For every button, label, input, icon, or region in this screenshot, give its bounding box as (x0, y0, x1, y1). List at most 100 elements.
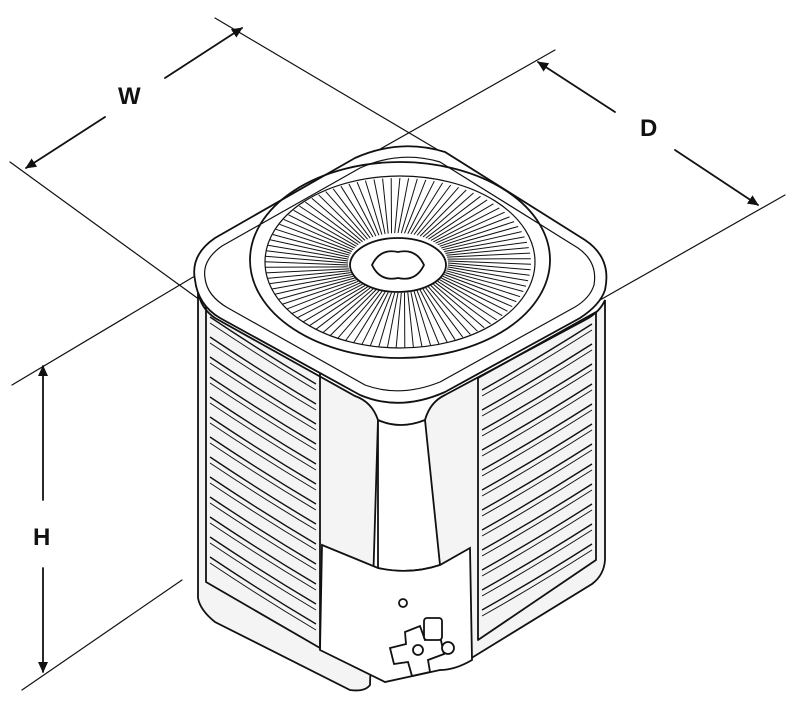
fan-spoke (445, 272, 521, 298)
fan-spoke (386, 292, 399, 348)
louver-slat (481, 549, 593, 617)
louver-slat (209, 482, 317, 551)
louver-slat (481, 329, 593, 397)
fan-spoke (428, 199, 488, 240)
fan-spoke (329, 289, 377, 337)
fan-spoke (266, 250, 349, 262)
fan-spoke (413, 184, 452, 235)
fan-spoke (382, 178, 389, 234)
louver-slat (481, 463, 593, 531)
fan-spoke (364, 180, 383, 235)
louver-slat (209, 562, 317, 631)
louver-slat (209, 362, 317, 431)
liquid-valve (423, 617, 443, 641)
fan-spoke (267, 270, 350, 279)
height-dimension: H (11, 269, 206, 691)
fan-spoke (344, 291, 383, 342)
fan-spoke (444, 236, 525, 252)
louver-slat (209, 376, 317, 445)
louver-slat (209, 402, 317, 471)
louver-slat (209, 476, 317, 545)
fan-spoke (277, 277, 355, 300)
fan-spoke (299, 205, 359, 246)
fan-spoke (361, 292, 389, 346)
fan-spoke (439, 221, 515, 247)
fan-spoke (296, 283, 363, 319)
fan-spoke (269, 239, 350, 258)
fan-spoke (308, 286, 368, 327)
louver-slat (481, 369, 593, 437)
louver-slat (481, 509, 593, 577)
louver-slat (209, 336, 317, 405)
louver-slat (209, 416, 317, 485)
fan-spoke (430, 203, 494, 241)
fan-spoke (281, 279, 357, 305)
fan-spoke (445, 241, 528, 254)
fan-spoke (400, 178, 418, 234)
fan-spoke (447, 262, 531, 271)
fan-spoke (315, 287, 371, 331)
fan-spoke (267, 244, 349, 260)
fan-spoke (416, 186, 459, 236)
fan-spoke (439, 279, 503, 317)
louver-slat (481, 489, 593, 557)
fan-spoke (265, 255, 349, 264)
width-label: W (118, 83, 141, 110)
fan-spoke (268, 272, 351, 285)
fan-spoke (325, 191, 368, 240)
louver-slat (209, 442, 317, 511)
louver-slat (481, 403, 593, 471)
fan-spoke (404, 179, 427, 234)
fan-spoke (395, 292, 402, 349)
fan-guard-spokes (264, 177, 532, 349)
louver-slat (481, 363, 593, 431)
louver-slat (481, 389, 593, 457)
louver-slat (209, 422, 317, 491)
fan-spoke (288, 214, 355, 249)
fan-spoke (441, 226, 519, 249)
louver-slat (209, 542, 317, 611)
louver-slat (481, 349, 593, 417)
fan-spoke (279, 223, 352, 252)
louver-slat (481, 543, 593, 611)
fan-spoke (413, 291, 432, 346)
fan-spoke (407, 292, 414, 348)
fan-spoke (428, 286, 471, 335)
fan-motor-hub (349, 237, 447, 293)
fan-spoke (410, 182, 444, 235)
fan-spoke (433, 207, 500, 243)
fan-spoke (407, 180, 435, 234)
fan-spoke (422, 192, 474, 238)
depth-arrow-bottom (674, 149, 759, 206)
louver-slat (209, 556, 317, 625)
fan-spoke (425, 195, 481, 239)
louver-slat (209, 322, 317, 391)
louver-slat (209, 396, 317, 465)
fan-spoke (435, 211, 505, 244)
louver-slat (209, 502, 317, 571)
fan-spoke (394, 177, 401, 234)
depth-dimension: D (374, 49, 786, 301)
service-valves (388, 617, 455, 678)
louver-slat (209, 316, 317, 385)
fan-spoke (447, 266, 529, 282)
louver-slat (481, 483, 593, 551)
louver-slat (209, 356, 317, 425)
height-extension-line-bottom (21, 579, 183, 691)
fan-spoke (318, 194, 366, 241)
fan-spoke (446, 270, 524, 292)
fan-spoke (444, 274, 517, 303)
service-screw (398, 598, 408, 608)
width-arrow-right (164, 27, 243, 79)
fan-spoke (302, 285, 366, 323)
fan-spoke (442, 231, 522, 251)
louver-slat (481, 449, 593, 517)
depth-extension-line-top (374, 49, 556, 153)
fan-spoke (397, 178, 410, 234)
louver-slat (481, 409, 593, 477)
louver-slat (209, 342, 317, 411)
fan-spoke (272, 234, 350, 256)
fan-spoke (422, 288, 456, 341)
louver-slat (481, 323, 593, 391)
